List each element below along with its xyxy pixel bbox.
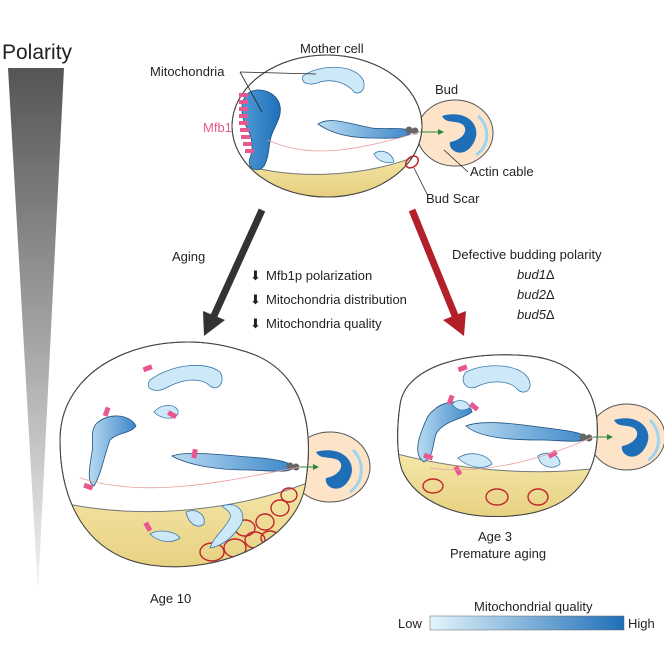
- mfb1-label: Mfb1: [203, 120, 232, 135]
- effect-text: Mfb1p polarization: [266, 268, 372, 283]
- effect-text: Mitochondria distribution: [266, 292, 407, 307]
- aging-arrow: [203, 208, 266, 336]
- svg-text:bud5Δ: bud5Δ: [517, 307, 555, 322]
- effect-glyph: ⬇: [250, 292, 261, 307]
- svg-text:bud1Δ: bud1Δ: [517, 267, 555, 282]
- aging-effects: ⬇ Mfb1p polarization ⬇ Mitochondria dist…: [250, 268, 407, 331]
- bud-scar: [404, 155, 420, 169]
- effect-glyph: ⬇: [250, 316, 261, 331]
- mutant-suffix: Δ: [546, 267, 555, 282]
- age3-label: Age 3: [478, 529, 512, 544]
- mutant-name: bud2: [517, 287, 547, 302]
- aging-label: Aging: [172, 249, 205, 264]
- mfb1-patches-age10: [83, 364, 198, 532]
- mitochondrion-anchored: [241, 89, 281, 171]
- bud-scars: [422, 478, 549, 506]
- legend-low: Low: [398, 616, 422, 631]
- mutant-name: bud1: [517, 267, 546, 282]
- mutant-list: bud1Δ bud2Δ bud5Δ: [517, 267, 555, 322]
- mitochondria-label: Mitochondria: [150, 64, 225, 79]
- cell-age3: [397, 354, 664, 518]
- legend-title: Mitochondrial quality: [474, 599, 593, 614]
- defective-polarity-arrow: [408, 208, 466, 336]
- quality-legend: Mitochondrial quality Low High: [398, 599, 655, 631]
- age10-label: Age 10: [150, 591, 191, 606]
- bud-mitochondrion: [442, 114, 477, 153]
- mfb1-patches-age3: [423, 364, 558, 476]
- mitochondrion-light: [302, 66, 365, 94]
- bud-scar-label: Bud Scar: [426, 191, 480, 206]
- defective-polarity-label: Defective budding polarity: [452, 247, 602, 262]
- polarity-scale: Polarity: [2, 41, 73, 592]
- bud-label: Bud: [435, 82, 458, 97]
- legend-high: High: [628, 616, 655, 631]
- mother-cell-label: Mother cell: [300, 41, 364, 56]
- actin-cable-label: Actin cable: [470, 164, 534, 179]
- mutant-suffix: Δ: [546, 307, 555, 322]
- svg-text:bud2Δ: bud2Δ: [517, 287, 555, 302]
- cell-age10: [59, 341, 371, 568]
- effect-glyph: ⬇: [250, 268, 261, 283]
- effect-text: Mitochondria quality: [266, 316, 382, 331]
- mother-cell-diagram: [231, 54, 494, 198]
- mfb1-patches-top: [239, 93, 254, 153]
- actin-cable-top: [267, 131, 421, 152]
- bud-cell: [416, 99, 494, 167]
- polarity-label: Polarity: [2, 41, 73, 64]
- mutant-suffix: Δ: [546, 287, 555, 302]
- legend-gradient-bar: [429, 615, 625, 631]
- premature-aging-label: Premature aging: [450, 546, 546, 561]
- mutant-name: bud5: [517, 307, 547, 322]
